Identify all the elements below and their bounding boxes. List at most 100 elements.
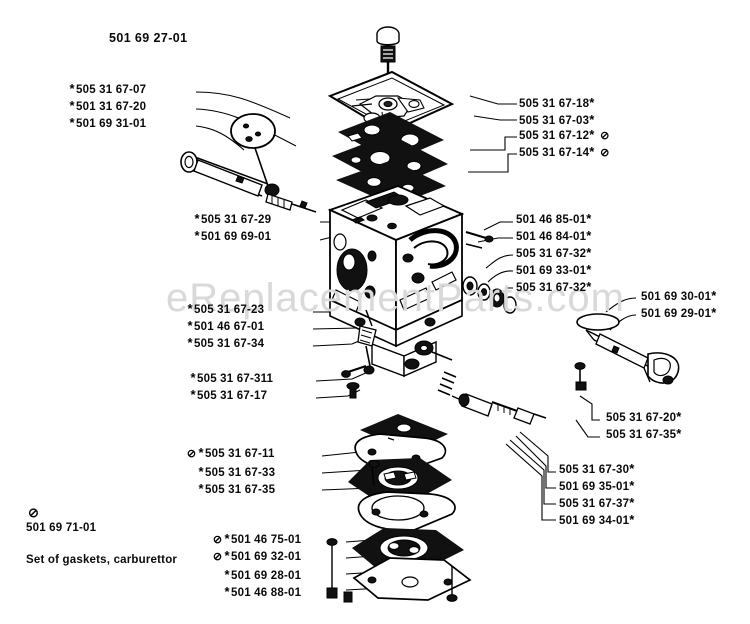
asterisk-marker: * <box>198 481 204 496</box>
top-assembly <box>327 26 455 206</box>
asterisk-marker: * <box>629 478 635 493</box>
part-label[interactable]: 501 69 29-01 * <box>641 306 721 325</box>
part-number: 505 31 67-33 <box>205 467 276 479</box>
asterisk-marker: * <box>198 464 204 479</box>
asterisk-marker: * <box>194 211 200 226</box>
part-label[interactable]: 505 31 67-18 * <box>519 96 610 113</box>
part-number: 505 31 67-07 <box>76 84 147 96</box>
part-number: 501 69 30-01 <box>641 291 712 303</box>
part-number: 505 31 67-20 <box>606 412 677 424</box>
part-label[interactable]: * 505 31 67-07 <box>68 81 147 101</box>
circled-two-marker: ⊘ <box>600 147 610 159</box>
legend-description: Set of gaskets, carburettor <box>26 554 178 566</box>
part-label[interactable]: * 505 31 67-311 <box>189 371 274 390</box>
upper-left-labels: * 505 31 67-07 * 501 31 67-20 * 501 69 3… <box>68 81 147 135</box>
asterisk-marker: * <box>589 95 595 110</box>
asterisk-marker: * <box>224 567 230 582</box>
part-number: 505 31 67-11 <box>205 448 275 460</box>
part-number: 501 46 84-01 <box>516 231 587 243</box>
part-label[interactable]: 505 31 67-37 * <box>559 495 639 515</box>
part-label[interactable]: * 501 31 67-20 <box>68 98 146 118</box>
part-label[interactable]: 501 46 85-01 * <box>516 211 596 231</box>
circled-two-marker: ⊘ <box>186 448 197 460</box>
legend-part-number: 501 69 71-01 <box>26 522 97 534</box>
asterisk-marker: * <box>69 81 75 96</box>
part-label[interactable]: ⊘ * 501 69 32-01 <box>212 548 302 568</box>
part-label[interactable]: * 505 31 67-17 <box>189 388 273 407</box>
part-number: 505 31 67-30 <box>559 464 630 476</box>
part-label[interactable]: 505 31 67-03 * <box>519 113 610 130</box>
mid-left-lower-labels: * 505 31 67-23 * 501 46 67-01 * 505 31 6… <box>186 301 265 355</box>
part-label[interactable]: 501 69 33-01 * <box>516 263 596 282</box>
part-label[interactable]: * 501 69 31-01 <box>68 116 146 135</box>
part-number: 505 31 67-18 <box>519 98 590 110</box>
part-label[interactable]: * 505 31 67-35 <box>186 482 275 499</box>
asterisk-marker: * <box>586 279 592 294</box>
part-label[interactable]: * 501 69 69-01 <box>193 229 272 248</box>
part-label[interactable]: ⊘ * 505 31 67-11 <box>186 446 275 465</box>
part-label[interactable]: 505 31 67-30 * <box>559 461 639 481</box>
part-label[interactable]: ⊘ * 501 46 75-01 <box>212 531 301 551</box>
part-number: 501 69 32-01 <box>231 551 302 563</box>
asterisk-marker: * <box>676 409 682 424</box>
asterisk-marker: * <box>187 335 193 350</box>
part-number: 505 31 67-03 <box>519 115 590 127</box>
carburettor-body <box>327 185 465 378</box>
part-number: 505 31 67-35 <box>606 429 677 441</box>
part-number: 501 69 69-01 <box>201 231 272 243</box>
part-number: 505 31 67-12 <box>519 130 590 142</box>
lower-left-stub-labels: * 505 31 67-311 * 505 31 67-17 <box>189 371 274 407</box>
part-label[interactable]: * 501 69 28-01 <box>212 568 301 585</box>
part-label[interactable]: * 505 31 67-34 <box>186 335 264 355</box>
part-label[interactable]: 505 31 67-14 * ⊘ <box>519 145 610 164</box>
part-label[interactable]: 505 31 67-20 * <box>606 409 686 429</box>
part-number: 505 31 67-32 <box>516 248 587 260</box>
part-number: 501 46 67-01 <box>194 321 265 333</box>
part-number: 505 31 67-311 <box>197 373 274 385</box>
circled-two-marker: ⊘ <box>212 534 223 546</box>
circled-two-marker <box>599 96 610 107</box>
asterisk-marker: * <box>69 98 75 113</box>
part-label[interactable]: 505 31 67-32 * <box>516 279 596 299</box>
lower-left-labels: ⊘ * 505 31 67-11 * 505 31 67-33 * 505 31… <box>186 446 275 499</box>
part-label[interactable]: 501 69 34-01 * <box>559 513 639 532</box>
bottom-center-labels: ⊘ * 501 46 75-01 ⊘ * 501 69 32-01 * 501 … <box>212 531 302 602</box>
part-label[interactable]: * 501 46 67-01 <box>186 318 265 338</box>
far-right-mid-labels: 505 31 67-20 * 505 31 67-35 * <box>606 409 686 446</box>
asterisk-marker: * <box>187 301 193 316</box>
asterisk-marker: * <box>586 211 592 226</box>
asterisk-marker: * <box>224 531 230 546</box>
part-number: 501 69 34-01 <box>559 515 630 527</box>
part-label[interactable]: 505 31 67-12 * ⊘ <box>519 127 610 147</box>
circled-two-marker <box>212 585 223 596</box>
part-number: 505 31 67-14 <box>519 147 590 159</box>
part-number: 505 31 67-37 <box>559 498 630 510</box>
part-label[interactable]: * 501 46 88-01 <box>212 585 301 602</box>
asterisk-marker: * <box>187 318 193 333</box>
part-number: 501 69 35-01 <box>559 481 630 493</box>
asterisk-marker: * <box>589 127 595 142</box>
part-number: 501 69 33-01 <box>516 265 587 277</box>
asterisk-marker: * <box>629 495 635 510</box>
part-number: 505 31 67-35 <box>205 484 276 496</box>
right-throttle-shaft-assembly <box>574 313 680 391</box>
part-label[interactable]: 501 46 84-01 * <box>516 229 596 248</box>
watermark: eReplacementParts.com <box>166 276 625 320</box>
part-label[interactable]: * 505 31 67-29 <box>193 211 271 231</box>
part-label[interactable]: 505 31 67-32 * <box>516 246 596 265</box>
circled-two-marker <box>599 113 610 124</box>
part-label[interactable]: * 505 31 67-33 <box>186 465 275 482</box>
asterisk-marker: * <box>589 112 595 127</box>
far-right-upper-labels: 501 69 30-01 * 501 69 29-01 * <box>641 288 721 325</box>
part-label[interactable]: 501 69 30-01 * <box>641 288 721 308</box>
part-label[interactable]: * 505 31 67-23 <box>186 301 264 321</box>
part-label[interactable]: 501 69 35-01 * <box>559 478 639 498</box>
asterisk-marker: * <box>711 288 717 303</box>
part-number: 501 69 28-01 <box>231 570 302 582</box>
part-number: 505 31 67-32 <box>516 282 587 294</box>
asterisk-marker: * <box>224 548 230 563</box>
part-label[interactable]: 505 31 67-35 * <box>606 427 686 446</box>
asterisk-marker: * <box>629 461 635 476</box>
